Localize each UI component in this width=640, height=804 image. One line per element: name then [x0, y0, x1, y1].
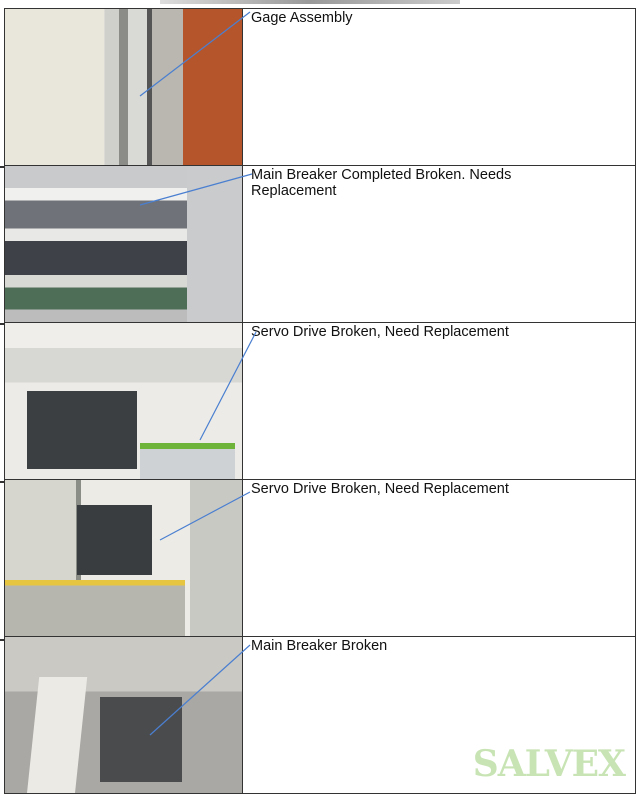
salvex-watermark: SALVEX	[472, 743, 626, 785]
photo-servo-drive-1	[4, 322, 243, 480]
photo-gage-assembly	[4, 8, 243, 166]
photo-servo-drive-2	[4, 479, 243, 637]
row-divider	[0, 323, 5, 325]
row-divider	[0, 481, 5, 483]
table-row: Gage Assembly	[4, 8, 636, 166]
caption: Main Breaker Broken	[251, 638, 388, 654]
caption: Servo Drive Broken, Need Replacement	[251, 324, 509, 340]
table-row: Servo Drive Broken, Need Replacement	[4, 322, 636, 480]
photo-main-breaker	[4, 636, 243, 794]
caption: Main Breaker Completed Broken. Needs Rep…	[251, 167, 512, 199]
table-row: Main Breaker Completed Broken. Needs Rep…	[4, 165, 636, 323]
caption: Gage Assembly	[251, 10, 353, 26]
row-divider	[0, 639, 5, 641]
row-divider	[0, 166, 5, 168]
table-row: Servo Drive Broken, Need Replacement	[4, 479, 636, 637]
table-row: Main Breaker Broken SALVEX	[4, 636, 636, 794]
caption: Servo Drive Broken, Need Replacement	[251, 481, 509, 497]
top-page-fragment	[160, 0, 460, 4]
inspection-table: Gage Assembly Main Breaker Completed Bro…	[4, 8, 636, 794]
photo-main-breaker-panel	[4, 165, 243, 323]
